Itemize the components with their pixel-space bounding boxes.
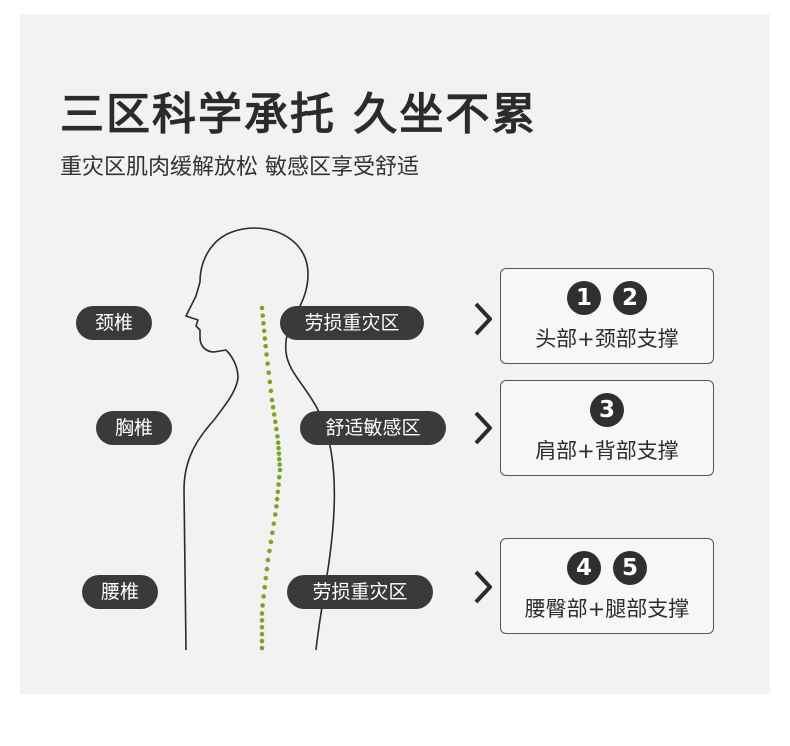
spine-dot (270, 530, 275, 536)
support-box-label: 肩部+背部支撑 (535, 439, 679, 463)
spine-dot (262, 584, 268, 590)
spine-dot (275, 440, 281, 446)
spine-dot (274, 426, 279, 432)
spine-dot (275, 489, 281, 495)
spine-dot (259, 305, 265, 311)
page-subtitle: 重灾区肌肉缓解放松 敏感区享受舒适 (60, 155, 419, 180)
zone-number-badge: 2 (613, 281, 647, 315)
spine-dot (270, 404, 276, 410)
spine-dot (277, 462, 282, 467)
zone-label-comfort: 舒适敏感区 (300, 411, 446, 445)
spine-dot (261, 328, 267, 334)
support-box-label: 头部+颈部支撑 (535, 327, 679, 351)
spine-dot (276, 474, 282, 480)
spine-dot (274, 504, 279, 509)
zone-number-badge: 3 (590, 393, 624, 427)
spine-dot (264, 566, 270, 572)
spine-dot (271, 521, 277, 526)
chevron-right-icon (474, 302, 492, 336)
spine-dot (259, 618, 265, 623)
spine-dot (263, 343, 268, 349)
spine-dot (269, 397, 275, 403)
spine-dot (276, 456, 282, 462)
support-box-waist-leg: 4 5 腰臀部+腿部支撑 (500, 538, 714, 634)
spine-dot (268, 388, 274, 394)
spine-dot (271, 412, 277, 417)
spine-dot (268, 539, 274, 545)
support-box-head-neck: 1 2 头部+颈部支撑 (500, 268, 714, 364)
zone-label-strain-upper: 劳损重灾区 (280, 306, 424, 340)
spine-dot (277, 467, 283, 473)
spine-dot (263, 575, 269, 581)
zone-number-badge: 1 (567, 281, 601, 315)
zone-number-badge: 4 (567, 551, 601, 585)
spine-dot (259, 638, 265, 644)
chevron-right-icon (474, 570, 492, 604)
spine-dot (259, 624, 265, 630)
spine-dot (276, 445, 281, 451)
spine-dot (274, 496, 280, 502)
spine-dot (262, 336, 268, 341)
spine-dot (261, 320, 266, 326)
spine-dotted-line (259, 305, 283, 651)
spine-dot (259, 611, 265, 616)
spine-dot (259, 645, 265, 651)
spine-dot (276, 482, 281, 487)
spine-dot (260, 603, 265, 608)
spine-label-cervical: 颈椎 (76, 306, 152, 340)
spine-dot (276, 451, 282, 456)
support-box-shoulder-back: 3 肩部+背部支撑 (500, 380, 714, 476)
zone-number-badge: 5 (613, 551, 647, 585)
chevron-right-icon (474, 411, 492, 445)
spine-dot (267, 548, 272, 554)
spine-dot (272, 419, 278, 425)
spine-dot (261, 594, 266, 599)
spine-dot (267, 379, 273, 385)
spine-dot (275, 434, 280, 439)
spine-dot (260, 313, 266, 318)
spine-dot (265, 361, 270, 366)
spine-label-lumbar: 腰椎 (82, 575, 158, 609)
spine-dot (266, 370, 272, 376)
support-box-label: 腰臀部+腿部支撑 (524, 597, 690, 621)
zone-label-strain-lower: 劳损重灾区 (287, 575, 433, 609)
spine-dot (259, 631, 265, 637)
spine-label-thoracic: 胸椎 (96, 411, 172, 445)
page-title: 三区科学承托 久坐不累 (60, 89, 538, 140)
spine-dot (272, 512, 278, 517)
spine-dot (264, 352, 269, 357)
spine-dot (265, 557, 271, 563)
